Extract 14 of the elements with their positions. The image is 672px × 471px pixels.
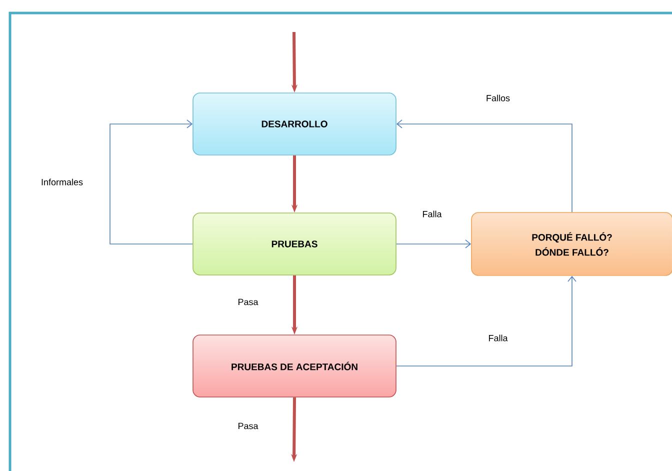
process-box: PRUEBAS DE ACEPTACIÓN (192, 334, 396, 398)
arrow (396, 120, 572, 212)
edge-label: Pasa (236, 298, 260, 306)
edge-label: Falla (487, 334, 509, 342)
edge-label: Falla (421, 210, 443, 218)
edge-label: Pasa (236, 422, 260, 430)
arrow (110, 120, 193, 244)
edge-label: Fallos (485, 94, 511, 102)
arrow (396, 276, 576, 366)
process-box: PORQUÉ FALLÓ? DÓNDE FALLÓ? (471, 212, 672, 276)
process-box: DESARROLLO (192, 92, 396, 156)
edge-label: Informales (40, 178, 84, 186)
process-box: PRUEBAS (192, 212, 396, 276)
arrow (396, 240, 472, 248)
